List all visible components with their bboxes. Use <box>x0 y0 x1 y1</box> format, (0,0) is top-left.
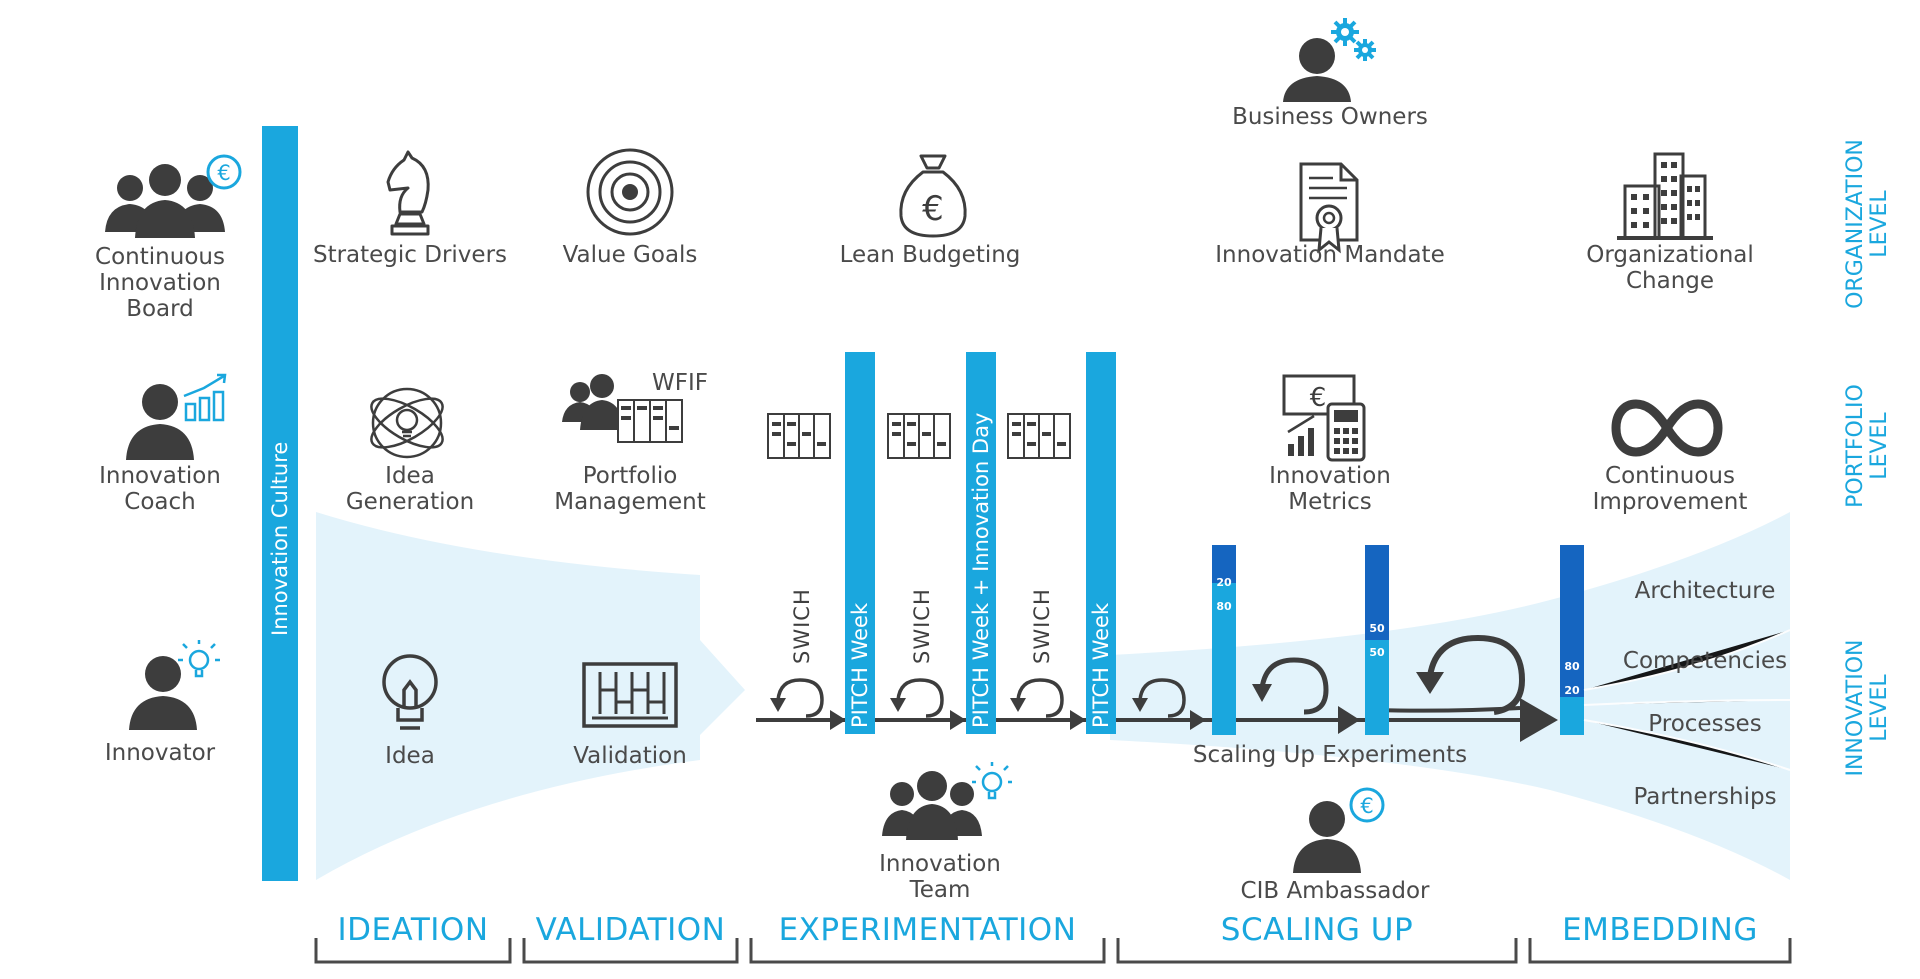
board-label: Continuous Innovation Board <box>95 244 225 322</box>
lean-budgeting-label: Lean Budgeting <box>839 242 1021 268</box>
innovation-metrics-label: Innovation Metrics <box>1269 463 1391 515</box>
ideation-funnel <box>316 512 745 880</box>
strategic-drivers-label: Strategic Drivers <box>312 242 508 268</box>
embedding-competencies: Competencies <box>1622 648 1788 674</box>
scale-bar-2-top: 50 <box>1369 622 1385 635</box>
scaling-up-experiments-label: Scaling Up Experiments <box>1192 742 1468 768</box>
pitch-week-bar-1 <box>845 352 875 734</box>
svg-text:€: € <box>217 161 230 185</box>
svg-text:€: € <box>1360 794 1373 818</box>
validation-grid-icon <box>582 662 678 728</box>
office-building-icon <box>1617 152 1713 240</box>
wfif-label: WFIF <box>652 370 708 396</box>
pitch-week-bar-2 <box>966 352 996 734</box>
idea-label: Idea <box>385 743 435 769</box>
lightbulb-icon <box>382 654 438 730</box>
phase-scaling-up: SCALING UP <box>1220 912 1414 948</box>
final-arrowhead <box>1520 698 1558 742</box>
continuous-improvement-label: Continuous Improvement <box>1592 463 1748 515</box>
embedding-processes: Processes <box>1648 711 1762 737</box>
infinity-icon <box>1611 399 1723 457</box>
innovator-person-icon <box>129 640 220 730</box>
board-group-icon: € <box>105 154 242 238</box>
svg-text:€: € <box>1310 383 1327 413</box>
idea-generation-label: Idea Generation <box>345 463 475 515</box>
validation-label: Validation <box>573 743 687 769</box>
phase-ideation: IDEATION <box>337 912 489 948</box>
phase-experimentation: EXPERIMENTATION <box>778 912 1077 948</box>
portfolio-management-label: Portfolio Management <box>554 463 706 515</box>
pitch-week-bar-3 <box>1086 352 1116 734</box>
value-goals-label: Value Goals <box>562 242 698 268</box>
business-owners-label: Business Owners <box>1232 104 1428 130</box>
innovation-metrics-icon: € <box>1282 374 1366 462</box>
phase-validation: VALIDATION <box>535 912 726 948</box>
embedding-partnerships: Partnerships <box>1633 784 1777 810</box>
embedding-architecture: Architecture <box>1634 578 1776 604</box>
target-icon <box>586 148 674 236</box>
scale-bar-3-top: 80 <box>1564 660 1580 673</box>
coach-person-icon <box>126 373 227 460</box>
innovation-culture-bar <box>262 126 298 881</box>
idea-generation-atom-icon <box>370 387 444 459</box>
organizational-change-label: Organizational Change <box>1586 242 1754 294</box>
innovation-team-label: Innovation Team <box>879 851 1001 903</box>
cib-ambassador-label: CIB Ambassador <box>1240 878 1430 904</box>
phase-embedding: EMBEDDING <box>1562 912 1758 948</box>
business-owner-icon <box>1283 18 1376 102</box>
money-bag-icon: € <box>899 154 967 238</box>
scale-bar-1-top: 20 <box>1216 576 1232 589</box>
innovation-team-icon <box>882 762 1012 840</box>
chess-knight-icon <box>386 150 430 236</box>
coach-label: Innovation Coach <box>99 463 221 515</box>
scale-bar-1-bottom: 80 <box>1216 600 1232 613</box>
scaling-funnel <box>1110 512 1790 880</box>
portfolio-team-board-icon <box>562 374 683 443</box>
mandate-certificate-icon <box>1299 162 1359 254</box>
scale-bar-3-bottom: 20 <box>1564 684 1580 697</box>
svg-text:€: € <box>922 189 944 229</box>
innovation-mandate-label: Innovation Mandate <box>1215 242 1445 268</box>
scale-bar-2-bottom: 50 <box>1369 646 1385 659</box>
innovator-label: Innovator <box>104 740 216 766</box>
cib-ambassador-icon: € <box>1293 787 1385 873</box>
